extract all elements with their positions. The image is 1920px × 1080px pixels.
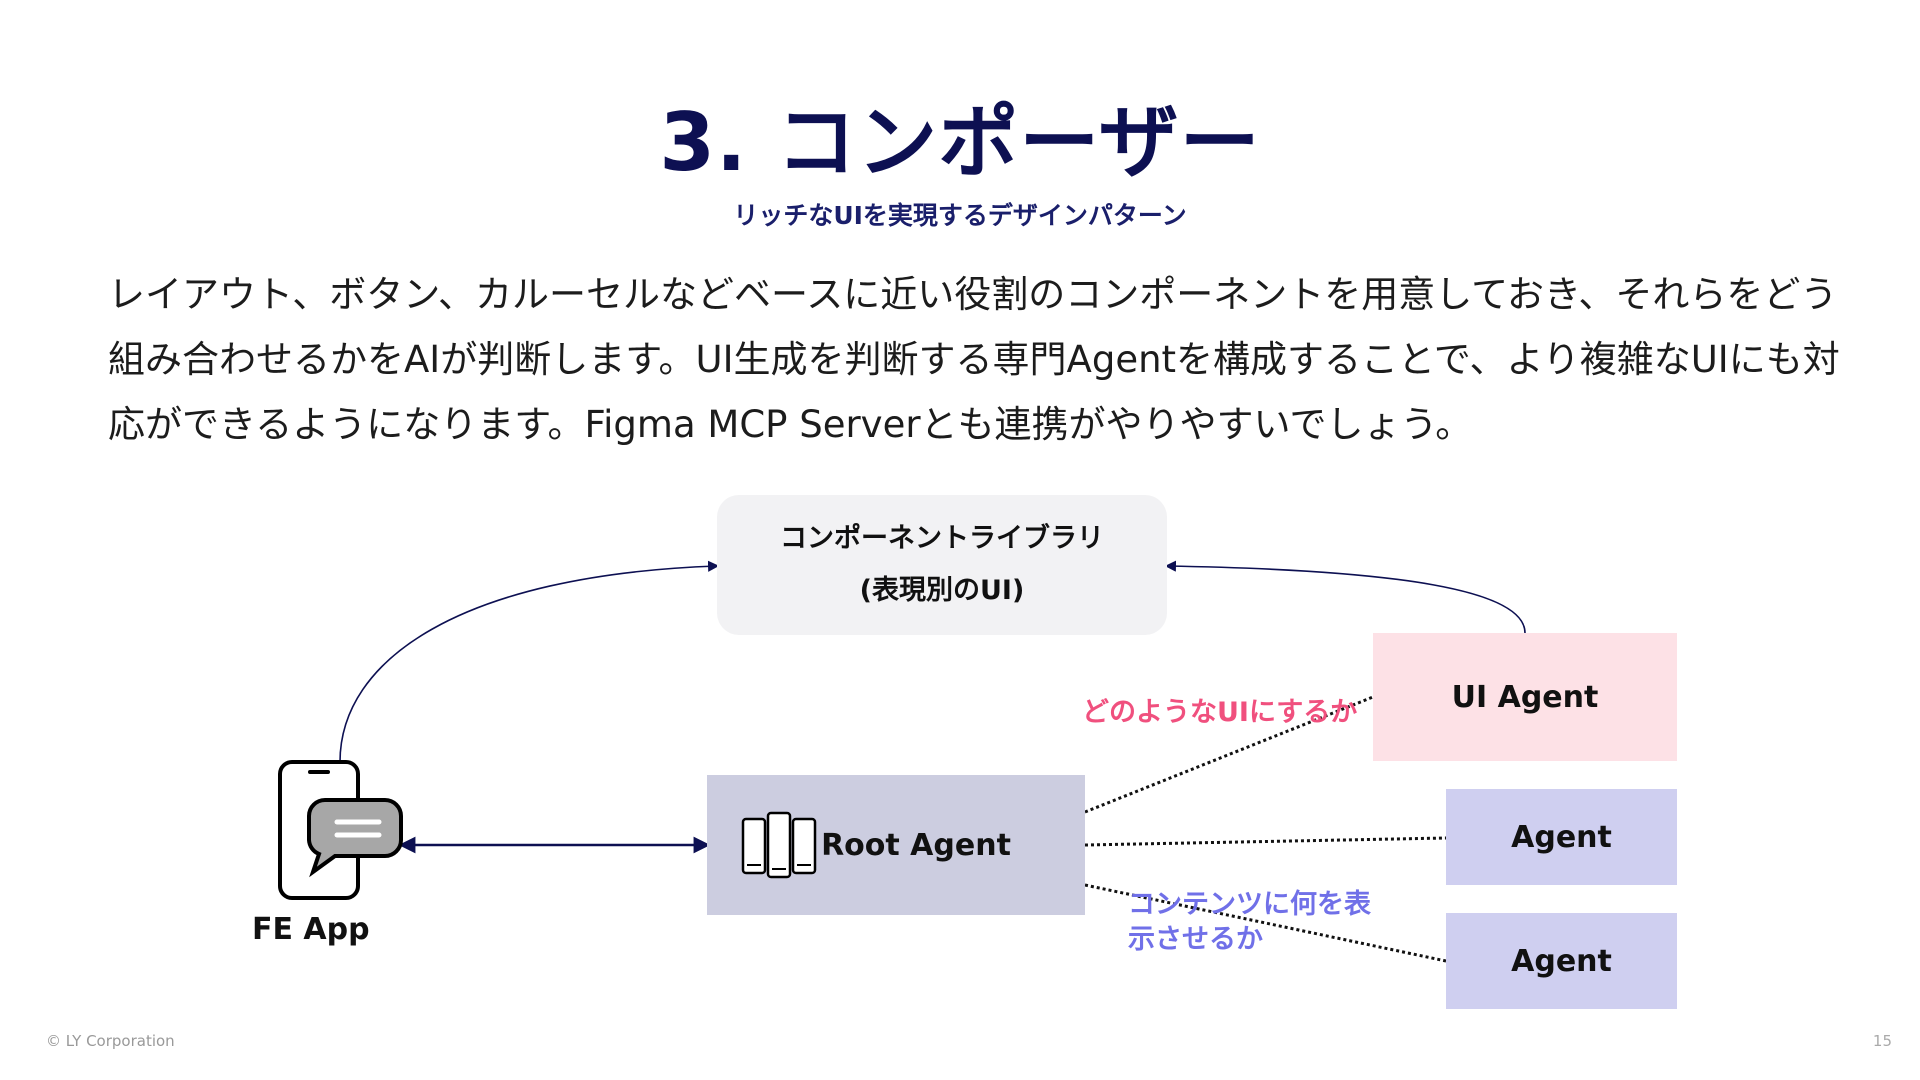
body-line-2: 組み合わせるかをAIが判断します。UI生成を判断する専門Agentを構成すること… — [108, 338, 1840, 381]
component-library-box: コンポーネントライブラリ (表現別のUI) — [717, 495, 1167, 635]
root-to-uiagent-dotted — [1084, 695, 1374, 814]
slide-title: 3. コンポーザー — [659, 96, 1261, 189]
server-icon — [741, 811, 817, 879]
fe-app-label: FE App — [252, 912, 370, 947]
ui-agent-box: UI Agent — [1373, 633, 1677, 761]
body-line-3: 応ができるようになります。Figma MCP Serverとも連携がやりやすいで… — [108, 403, 1473, 446]
root-to-agent1-dotted — [1084, 836, 1447, 847]
agent-1-label: Agent — [1511, 819, 1612, 855]
copyright-footer: © LY Corporation — [46, 1032, 175, 1050]
agent-2-label: Agent — [1511, 943, 1612, 979]
root-to-agent2-dotted — [1084, 883, 1447, 963]
slide-subtitle: リッチなUIを実現するデザインパターン — [733, 201, 1187, 230]
phone-chat-icon — [278, 760, 403, 900]
annotation-content: コンテンツに何を表 示させるか — [1128, 887, 1371, 957]
fe-to-library-arrow — [339, 560, 720, 763]
uiagent-to-library-arrow — [1164, 560, 1526, 634]
root-agent-box: Root Agent — [707, 775, 1085, 915]
agent-box-2: Agent — [1446, 913, 1677, 1009]
root-agent-label: Root Agent — [821, 827, 1011, 863]
agent-box-1: Agent — [1446, 789, 1677, 885]
component-library-subtitle: (表現別のUI) — [859, 575, 1025, 606]
body-line-1: レイアウト、ボタン、カルーセルなどベースに近い役割のコンポーネントを用意しておき… — [108, 273, 1838, 316]
component-library-title: コンポーネントライブラリ — [780, 523, 1104, 554]
body-paragraph: レイアウト、ボタン、カルーセルなどベースに近い役割のコンポーネントを用意しておき… — [108, 262, 1840, 457]
annotation-ui-choice: どのようなUIにするか — [1082, 697, 1358, 728]
annotation-content-line-1: コンテンツに何を表 — [1128, 889, 1371, 920]
annotation-content-line-2: 示させるか — [1128, 924, 1263, 955]
page-number: 15 — [1872, 1032, 1892, 1050]
ui-agent-label: UI Agent — [1451, 679, 1599, 715]
